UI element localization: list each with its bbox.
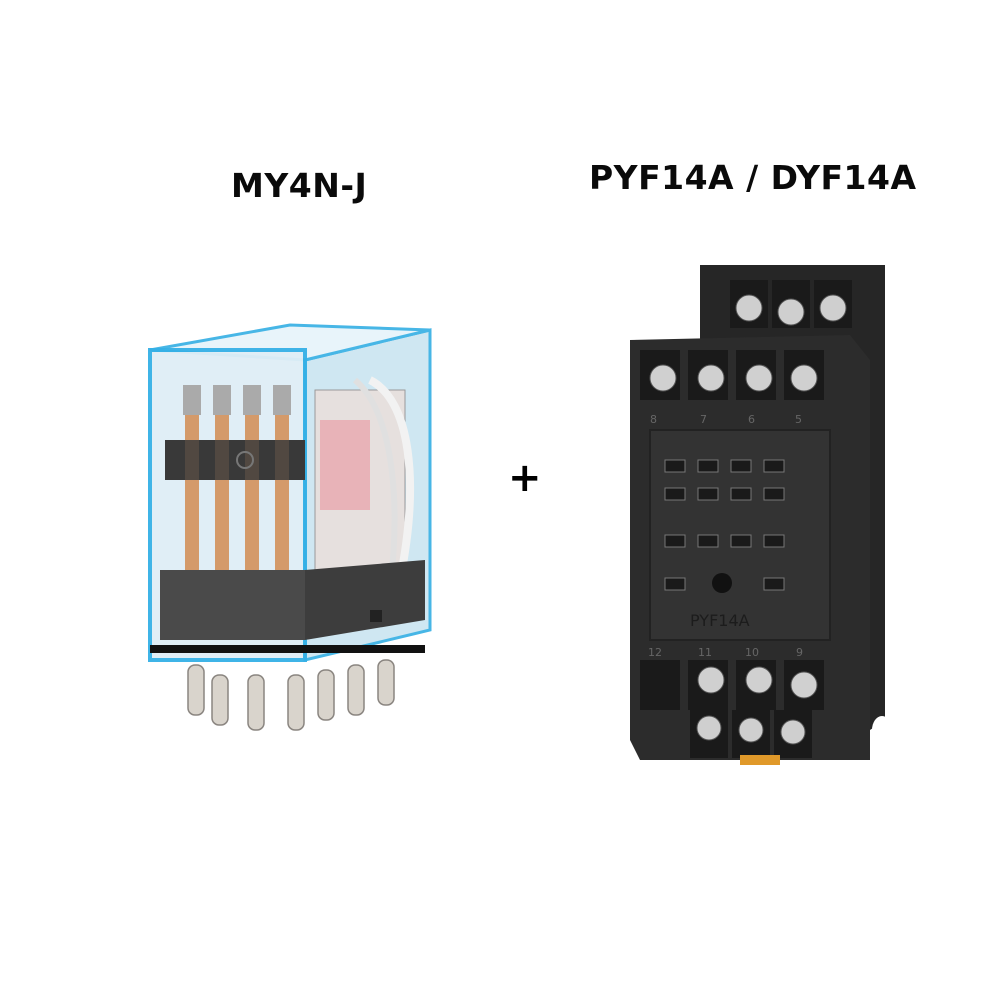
relay-image bbox=[148, 323, 432, 731]
svg-text:12: 12 bbox=[648, 646, 662, 659]
svg-text:9: 9 bbox=[796, 646, 803, 659]
socket-image: PYF14A 8 7 6 5 12 11 10 9 bbox=[630, 265, 892, 765]
svg-text:8: 8 bbox=[650, 413, 657, 426]
plus-sign: + bbox=[508, 455, 542, 501]
svg-text:7: 7 bbox=[700, 413, 707, 426]
socket-title: PYF14A / DYF14A bbox=[589, 158, 917, 197]
relay-title: MY4N-J bbox=[231, 166, 368, 205]
svg-text:10: 10 bbox=[745, 646, 759, 659]
socket-label: PYF14A bbox=[690, 611, 750, 630]
svg-text:5: 5 bbox=[795, 413, 802, 426]
svg-text:6: 6 bbox=[748, 413, 755, 426]
svg-text:11: 11 bbox=[698, 646, 712, 659]
